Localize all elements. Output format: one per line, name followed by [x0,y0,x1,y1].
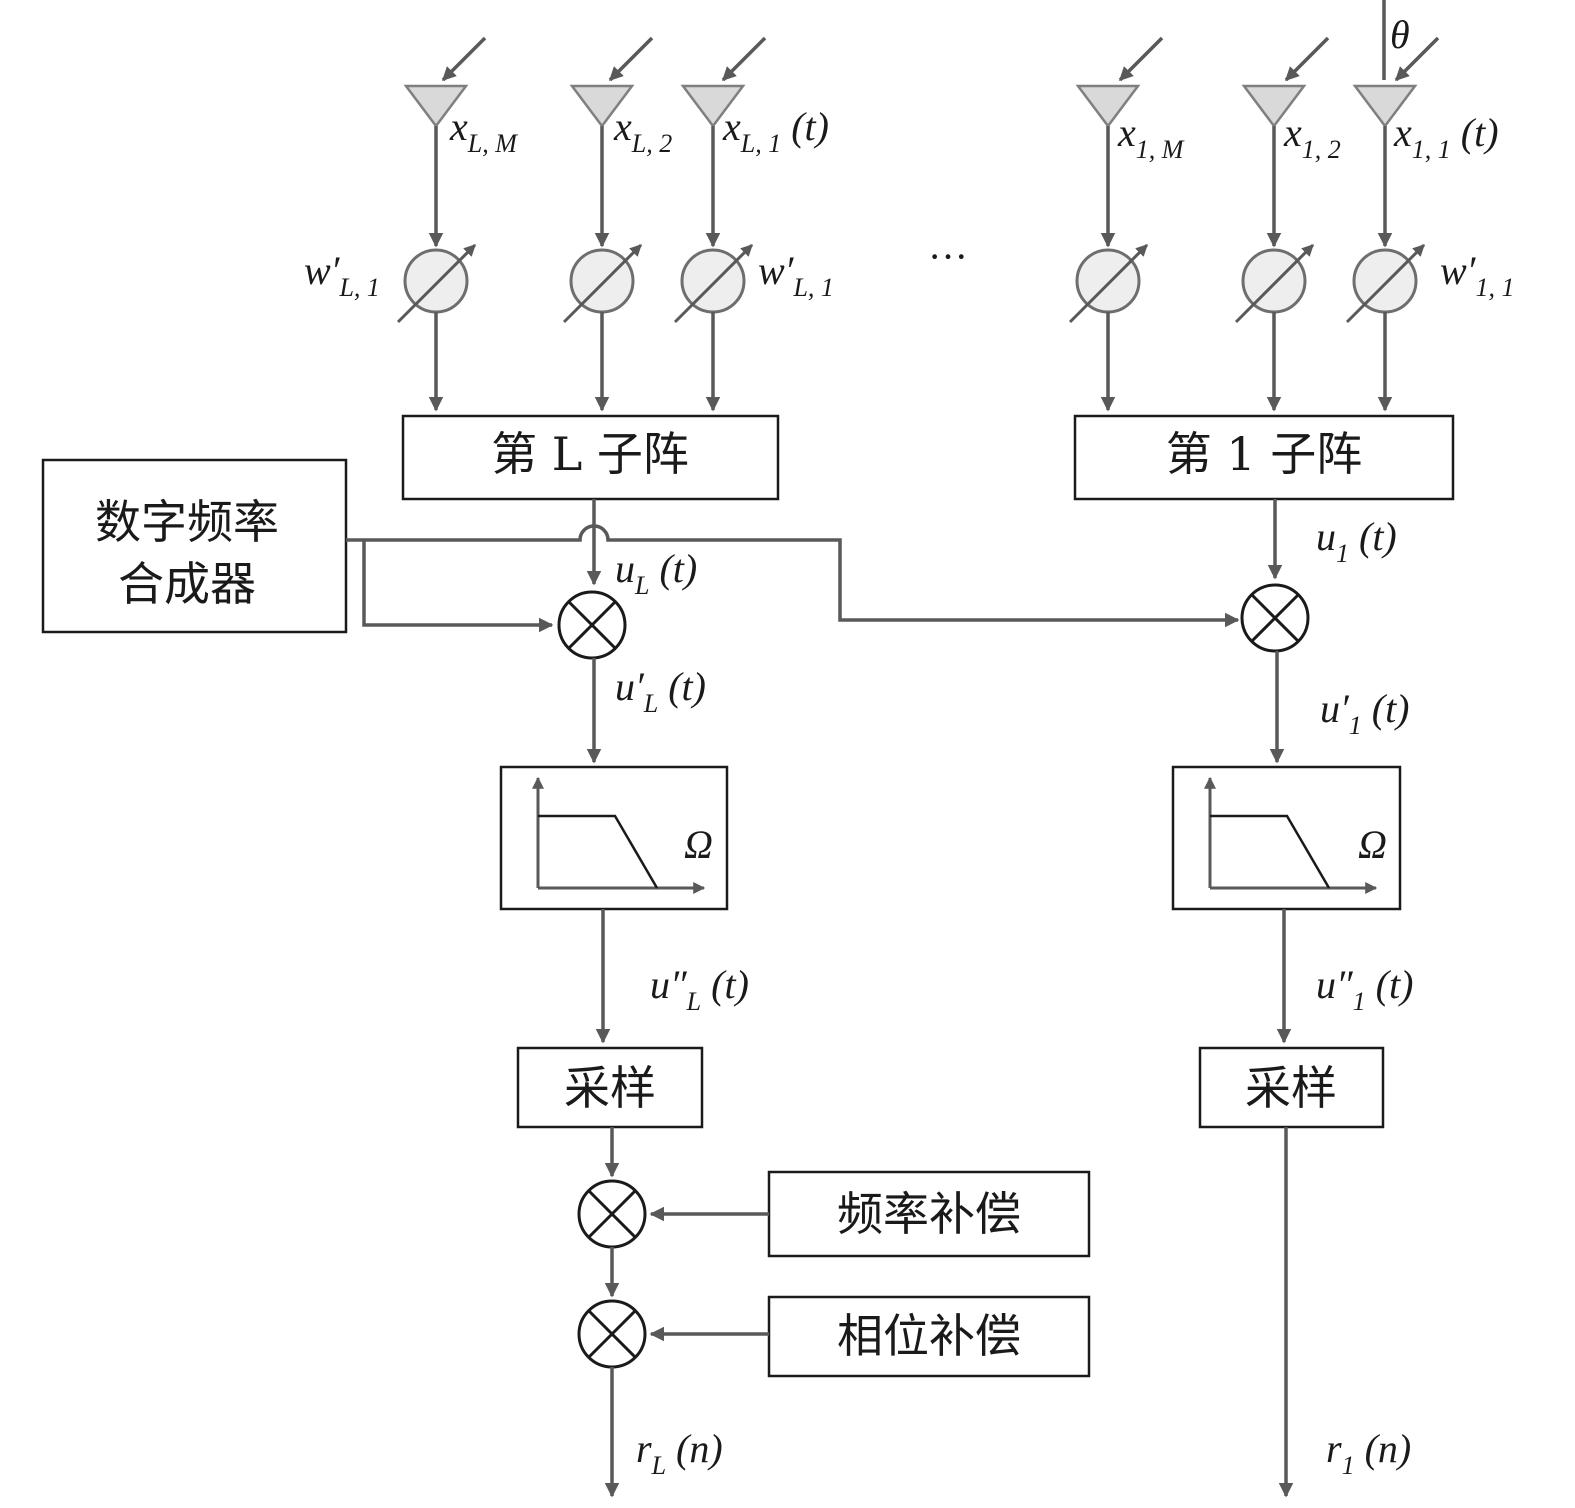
sampler-1-label: 采样 [1245,1061,1337,1115]
synthesizer-label-line2: 合成器 [118,557,256,611]
weight-label-right: w′1, 1 [1440,248,1514,302]
mixer-icon [577,1299,647,1369]
output-r-1: r1(n) [1326,1426,1411,1480]
mixer-icon [577,1179,647,1249]
ellipsis: ··· [928,234,968,279]
frequency-compensation-box [767,1170,1091,1258]
sampler-L-box [516,1046,704,1129]
subarray-L-box [401,414,780,501]
phase-compensation-box [767,1295,1091,1378]
antenna-feed-lines [428,126,1393,248]
lowpass-filter-icon [1204,776,1378,894]
antenna-label-L-2: xL, 2 [613,104,672,158]
signal-u-prime-L: u′L(t) [615,664,706,718]
subarray-L-label: 第 L 子阵 [491,427,689,481]
filter-omega-L: Ω [684,822,713,867]
phase-compensation-label: 相位补偿 [837,1309,1021,1363]
combiner-feed-lines [428,312,1393,412]
weight-label-left-outer: w′L, 1 [304,248,380,302]
incidence-angle-label: θ [1390,12,1410,57]
filter-omega-1: Ω [1358,822,1387,867]
signal-u-prime-1: u′1(t) [1320,686,1410,740]
frequency-synthesizer-box [41,458,348,634]
phase-shifter-icon [396,243,1426,324]
mixer-icon [557,590,627,660]
subarray-1-label: 第 1 子阵 [1166,427,1363,481]
incident-wave-arrows [441,0,1440,82]
frequency-compensation-label: 频率补偿 [837,1187,1021,1241]
antenna-label-1-2: x1, 2 [1283,110,1341,164]
sampler-L-label: 采样 [564,1061,656,1115]
signal-u-dprime-1: u″1(t) [1316,962,1413,1016]
synthesizer-label-line1: 数字频率 [95,495,279,549]
local-oscillator-lines [346,524,1240,633]
subarray-1-box [1073,414,1455,501]
sampler-1-box [1198,1046,1385,1129]
antenna-icon [403,84,1418,129]
antenna-label-L-M: xL, M [449,104,518,158]
mixer-icon [1240,583,1310,653]
weight-label-left-inner: w′L, 1 [758,248,834,302]
antenna-label-L-1: xL, 1(t) [722,104,829,158]
antenna-label-1-1: x1, 1(t) [1393,110,1499,164]
signal-u-1: u1(t) [1316,514,1397,568]
signal-u-L: uL(t) [615,546,697,600]
signal-u-dprime-L: u″L(t) [650,962,749,1016]
antenna-label-1-M: x1, M [1117,110,1185,164]
lowpass-filter-icon [532,776,706,894]
output-r-L: rL(n) [636,1426,723,1480]
